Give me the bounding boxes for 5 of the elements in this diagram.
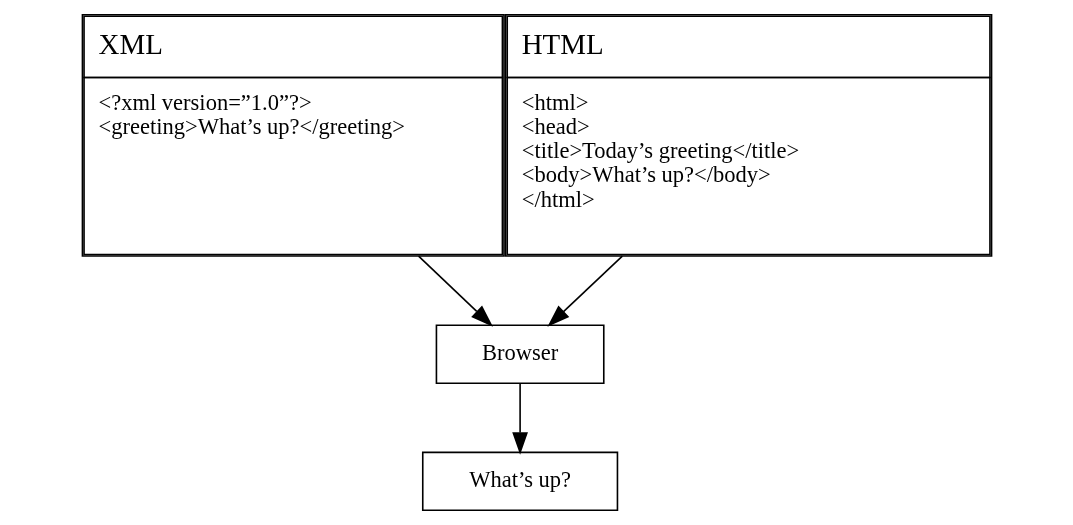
arrow: [417, 255, 493, 327]
node-box: Browser: [435, 324, 605, 384]
node-box: What’s up?: [421, 451, 618, 512]
arrow: [546, 255, 623, 327]
arrow: [511, 382, 528, 455]
